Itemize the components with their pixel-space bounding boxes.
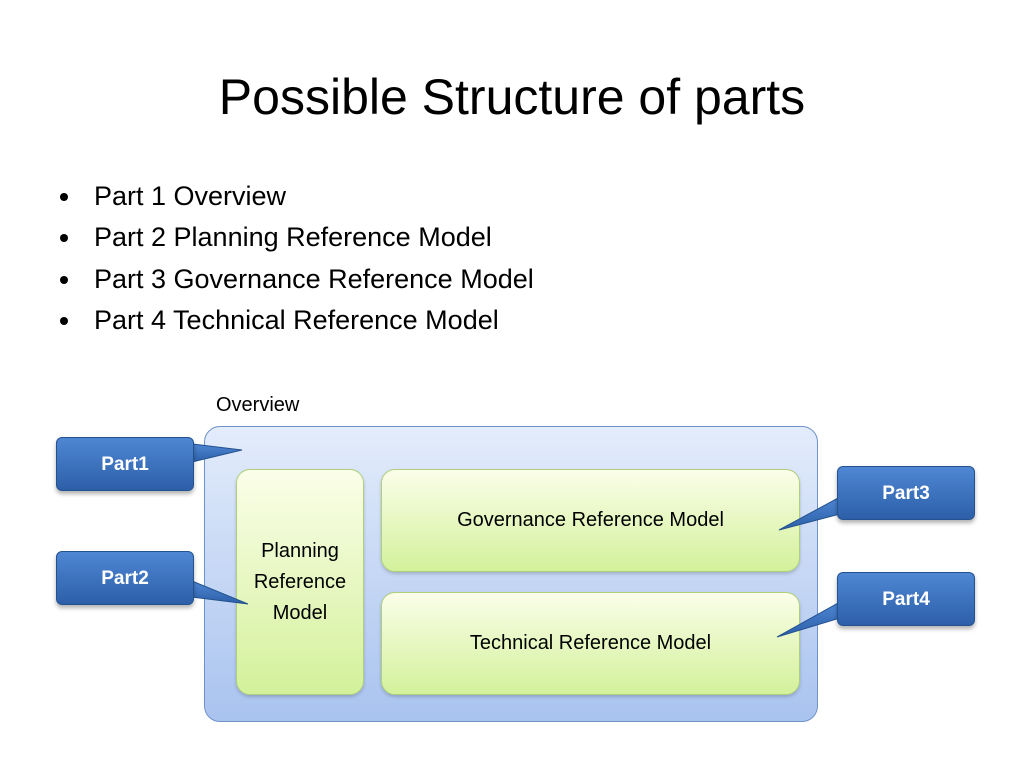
- bullet-text: Part 1 Overview: [94, 181, 287, 211]
- bullet-list: Part 1 Overview Part 2 Planning Referenc…: [58, 176, 534, 341]
- bullet-text: Part 4 Technical Reference Model: [94, 304, 499, 335]
- governance-model-label: Governance Reference Model: [457, 509, 724, 531]
- overview-label: Overview: [216, 394, 300, 416]
- bullet-dot-icon: [60, 275, 68, 284]
- bullet-item: Part 4 Technical Reference Model: [58, 300, 534, 341]
- bullet-dot-icon: [60, 234, 68, 243]
- bullet-item: Part 1 Overview: [58, 176, 534, 217]
- planning-model-box: Planning Reference Model: [236, 469, 364, 695]
- part4-callout: Part4: [837, 572, 975, 626]
- slide-title: Possible Structure of parts: [218, 69, 806, 125]
- bullet-text: Part 2 Planning Reference Model: [94, 222, 492, 253]
- part1-pointer: [191, 443, 243, 463]
- bullet-text: Part 3 Governance Reference Model: [94, 263, 534, 294]
- part3-pointer: [778, 496, 841, 531]
- planning-line-1: Planning: [261, 539, 339, 562]
- technical-model-label: Technical Reference Model: [469, 632, 712, 654]
- bullet-item: Part 3 Governance Reference Model: [58, 259, 534, 300]
- technical-model-box: Technical Reference Model: [381, 592, 800, 695]
- part3-callout: Part3: [837, 466, 975, 520]
- part2-pointer: [191, 580, 249, 605]
- part2-callout: Part2: [56, 551, 194, 605]
- planning-line-3: Model: [272, 601, 328, 624]
- governance-model-box: Governance Reference Model: [381, 469, 800, 572]
- part1-callout: Part1: [56, 437, 194, 491]
- part4-pointer: [776, 601, 841, 638]
- bullet-item: Part 2 Planning Reference Model: [58, 217, 534, 258]
- bullet-dot-icon: [60, 193, 68, 201]
- planning-model-label: Planning Reference Model: [254, 536, 346, 629]
- planning-line-2: Reference: [253, 570, 347, 593]
- bullet-dot-icon: [60, 316, 68, 325]
